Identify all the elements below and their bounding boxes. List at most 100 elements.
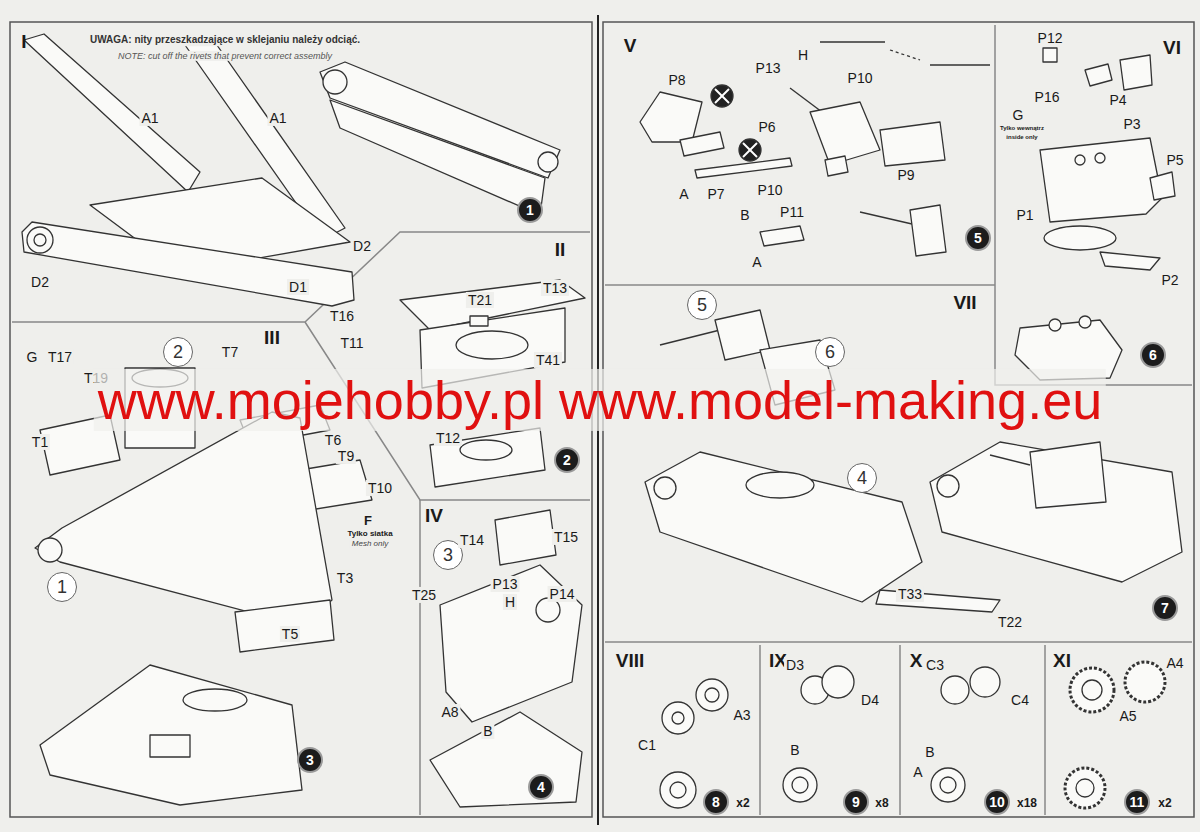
drawing-circle (931, 768, 965, 802)
part-label: T9 (336, 448, 356, 464)
drawing-g (10, 15, 1194, 825)
drawing-line (715, 89, 729, 103)
drawing-circle (941, 676, 969, 704)
part-label: C4 (1009, 692, 1031, 708)
drawing-polygon (695, 158, 792, 178)
step-number: 11 (1124, 789, 1150, 815)
step-panel: V5 (605, 25, 995, 285)
drawing-ellipse (456, 331, 528, 359)
part-label: inside only (1004, 134, 1039, 141)
drawing-polygon (930, 442, 1182, 582)
drawing-line (743, 143, 757, 157)
part-label: T13 (541, 280, 569, 296)
drawing-line (930, 64, 990, 65)
step-number: 9 (843, 789, 869, 815)
drawing-line (899, 645, 901, 815)
note-text: UWAGA: nity przeszkadzające w sklejaniu … (88, 34, 362, 46)
part-label: T12 (434, 430, 462, 446)
drawing-circle (660, 772, 696, 808)
part-label: P10 (846, 70, 875, 86)
part-label: T21 (466, 292, 494, 308)
part-label: A4 (1164, 655, 1185, 671)
step-panel: X 10 (900, 645, 1045, 815)
part-label: D2 (29, 274, 51, 290)
part-label: T6 (323, 432, 343, 448)
part-label: P16 (1033, 89, 1062, 105)
step-panel: VI6 (995, 25, 1192, 385)
note-text: NOTE: cut off the rivets that prevent co… (116, 51, 334, 61)
drawing-polygon (235, 600, 334, 652)
drawing-circle (1079, 316, 1091, 328)
drawing-circle (937, 475, 959, 497)
callout-number: 6 (815, 337, 845, 367)
section-numeral: V (624, 35, 637, 57)
drawing-circle (1095, 153, 1105, 163)
drawing-circle (705, 688, 719, 702)
drawing-circle (1065, 768, 1105, 808)
callout-number-text: 6 (1149, 347, 1157, 363)
part-label: A8 (439, 704, 460, 720)
drawing-polygon (1150, 172, 1175, 200)
drawing-polygon (825, 156, 848, 176)
drawing-circle (538, 152, 558, 172)
drawing-line (759, 645, 761, 815)
drawing-circle (1075, 155, 1085, 165)
part-label: A3 (731, 707, 752, 723)
drawing-polygon (910, 205, 946, 256)
callout-number-text: 3 (306, 752, 314, 768)
part-label: P7 (705, 186, 726, 202)
callout-number-text: 11 (1130, 794, 1145, 810)
drawing-circle (38, 538, 62, 562)
callout-number-text: 4 (537, 779, 545, 795)
drawing-ellipse (746, 472, 814, 498)
section-numeral: X (910, 650, 923, 672)
section-numeral: VIII (616, 650, 645, 672)
callout-number-text: 9 (852, 794, 860, 810)
drawing-circle (1070, 668, 1114, 712)
part-label: D2 (351, 238, 373, 254)
step-number: 7 (1152, 595, 1178, 621)
drawing-circle (792, 777, 808, 793)
section-numeral: I (21, 31, 26, 53)
drawing-line (860, 212, 912, 224)
drawing-circle (940, 777, 956, 793)
drawing-rect (1043, 48, 1057, 62)
drawing-polygon (1040, 138, 1162, 222)
step-number: 4 (528, 774, 554, 800)
drawing-circle (654, 477, 676, 499)
part-label: T41 (534, 352, 562, 368)
step-number: 3 (297, 747, 323, 773)
section-numeral: IV (425, 505, 443, 527)
drawing-line (715, 89, 729, 103)
callout-number: 5 (687, 290, 717, 320)
drawing-circle (34, 234, 46, 246)
callout-number-text: 10 (989, 794, 1005, 810)
watermark: www.mojehobby.pl www.model-making.eu (94, 369, 1106, 431)
drawing-polygon (640, 92, 702, 142)
drawing-circle (711, 85, 733, 107)
part-label: Tylko siatka (345, 529, 394, 538)
callout-number-text: 1 (526, 202, 534, 218)
section-numeral: VII (953, 292, 976, 314)
part-label: H (503, 594, 517, 610)
drawing-circle (1082, 680, 1102, 700)
part-label: P8 (666, 72, 687, 88)
drawing-line (820, 41, 885, 42)
part-label: P12 (1036, 30, 1065, 46)
section-numeral: XI (1053, 650, 1071, 672)
step-panel: IV3 4 (420, 500, 590, 815)
callout-number-text: 1 (57, 577, 67, 598)
drawing-polygon (430, 428, 545, 487)
callout-number-text: 3 (443, 545, 453, 566)
step-number: 5 (965, 225, 991, 251)
drawing-polygon (680, 132, 724, 156)
part-label: P1 (1014, 207, 1035, 223)
part-label: P9 (895, 167, 916, 183)
part-label: A (911, 764, 924, 780)
part-label: C3 (924, 657, 946, 673)
drawing-g (22, 34, 1182, 808)
part-label: T22 (996, 614, 1024, 630)
step-panel: VIII 8 (605, 645, 760, 815)
callout-number-text: 8 (712, 794, 720, 810)
part-label: Tylko wewnątrz (998, 125, 1046, 132)
